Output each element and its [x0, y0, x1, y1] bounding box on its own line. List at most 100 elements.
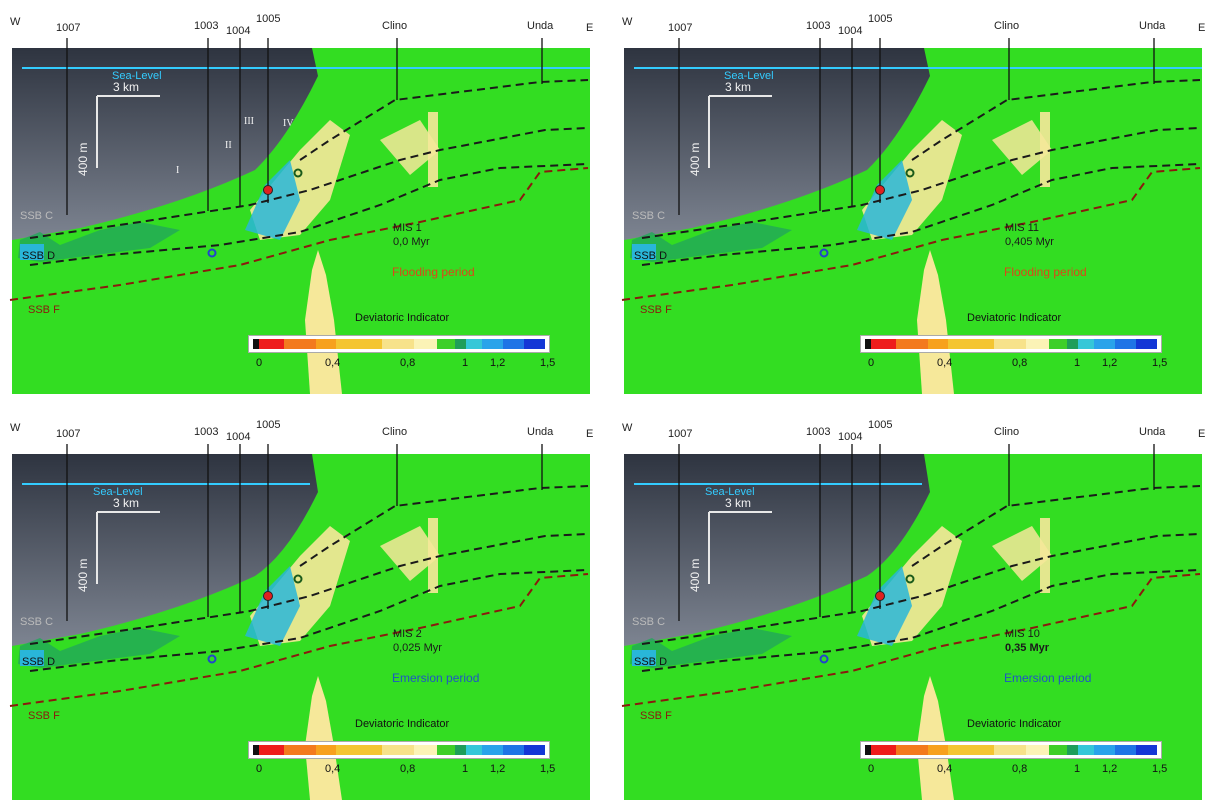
colorbar-segment	[871, 745, 897, 755]
well-label-1005: 1005	[256, 419, 281, 431]
period-label: Flooding period	[1004, 265, 1087, 279]
colorbar-segment	[284, 745, 316, 755]
basin-water	[624, 454, 930, 646]
west-label: W	[622, 16, 633, 28]
period-label: Flooding period	[392, 265, 475, 279]
sea-level-label: Sea-Level	[112, 70, 162, 82]
ssb-f-label: SSB F	[28, 304, 60, 316]
colorbar-segment	[315, 339, 337, 349]
marker-blue	[207, 654, 217, 664]
deviatoric-colorbar	[860, 741, 1162, 759]
ssb-c-line	[29, 533, 589, 645]
colorbar-segment	[994, 745, 1026, 755]
colorbar-segment	[503, 745, 525, 755]
well-label-1005: 1005	[868, 419, 893, 431]
period-label: Emersion period	[1004, 671, 1092, 685]
slope-facies-cyan	[245, 160, 300, 240]
colorbar-tick: 0	[868, 357, 875, 369]
marker-green	[293, 168, 303, 178]
marker-red	[263, 185, 273, 195]
west-label: W	[10, 16, 21, 28]
well-label-1007: 1007	[668, 22, 693, 34]
colorbar-segment	[413, 745, 437, 755]
colorbar-tick: 0	[256, 763, 263, 775]
well-label-1003: 1003	[806, 20, 831, 32]
colorbar-segment	[1077, 745, 1095, 755]
colorbar-segment	[896, 339, 928, 349]
colorbar-segment	[1067, 339, 1078, 349]
colorbar-segment	[259, 745, 285, 755]
deviatoric-plume	[917, 250, 954, 394]
colorbar-tick: 0,8	[400, 357, 416, 369]
clino-label: Clino	[994, 426, 1020, 438]
ssb-c-label: SSB C	[20, 210, 54, 222]
scale-horizontal-label: 3 km	[113, 496, 140, 510]
clino-surface	[299, 79, 589, 161]
sea-level-label: Sea-Level	[93, 486, 143, 498]
ssb-d-label: SSB D	[22, 250, 56, 262]
colorbar-segment	[455, 339, 466, 349]
deviatoric-plume	[917, 676, 954, 800]
age-label: 0,0 Myr	[393, 236, 430, 248]
sea-level-label: Sea-Level	[724, 70, 774, 82]
colorbar-tick: 0,4	[937, 357, 953, 369]
scale-vertical-label: 400 m	[76, 142, 90, 176]
colorbar-tick: 1,5	[1152, 357, 1168, 369]
colorbar-segment	[455, 745, 466, 755]
indicator-title: Deviatoric Indicator	[967, 718, 1062, 730]
ssb-d-line	[29, 569, 589, 672]
marker-red	[263, 591, 273, 601]
east-label: E	[1198, 22, 1206, 34]
well-label-1004: 1004	[838, 431, 863, 443]
ssb-d-label: SSB D	[634, 656, 668, 668]
ssb-d-line	[641, 163, 1201, 266]
colorbar-segment	[465, 339, 483, 349]
ssb-f-label: SSB F	[640, 710, 672, 722]
indicator-title: Deviatoric Indicator	[355, 718, 450, 730]
colorbar-segment	[865, 745, 872, 755]
colorbar-segment	[1136, 745, 1157, 755]
indicator-title: Deviatoric Indicator	[967, 312, 1062, 324]
clino-label: Clino	[994, 20, 1020, 32]
colorbar-segment	[524, 745, 545, 755]
colorbar-segment	[336, 339, 383, 349]
deviatoric-plume	[305, 250, 342, 394]
colorbar-segment	[259, 339, 285, 349]
colorbar-segment	[871, 339, 897, 349]
basin-facies	[630, 628, 792, 668]
slope-facies-cyan	[245, 566, 300, 646]
indicator-title: Deviatoric Indicator	[355, 312, 450, 324]
scale-vertical-label: 400 m	[76, 558, 90, 592]
basin-facies	[630, 222, 792, 262]
ssb-c-line	[641, 533, 1201, 645]
marker-green	[293, 574, 303, 584]
age-label: 0,35 Myr	[1005, 642, 1050, 654]
scale-horizontal-label: 3 km	[113, 80, 140, 94]
deviatoric-colorbar	[248, 335, 550, 353]
east-label: E	[1198, 428, 1206, 440]
colorbar-tick: 0	[868, 763, 875, 775]
ssb-c-label: SSB C	[20, 616, 54, 628]
colorbar-segment	[503, 339, 525, 349]
colorbar-segment	[482, 745, 504, 755]
colorbar-segment	[1094, 339, 1116, 349]
colorbar-tick: 1,2	[490, 357, 506, 369]
basin-facies	[18, 222, 180, 262]
unda-facies	[1040, 112, 1050, 187]
colorbar-segment	[382, 745, 414, 755]
scale-horizontal-label: 3 km	[725, 80, 752, 94]
deviatoric-plume	[305, 676, 342, 800]
well-label-1004: 1004	[226, 431, 251, 443]
platform-facies	[380, 526, 440, 581]
well-label-1007: 1007	[56, 22, 81, 34]
colorbar-segment	[1115, 339, 1137, 349]
well-label-1007: 1007	[56, 428, 81, 440]
colorbar-segment	[1136, 339, 1157, 349]
colorbar-tick: 1,2	[1102, 763, 1118, 775]
colorbar-segment	[436, 339, 456, 349]
marker-green	[905, 574, 915, 584]
mis-label: MIS 2	[393, 628, 422, 640]
